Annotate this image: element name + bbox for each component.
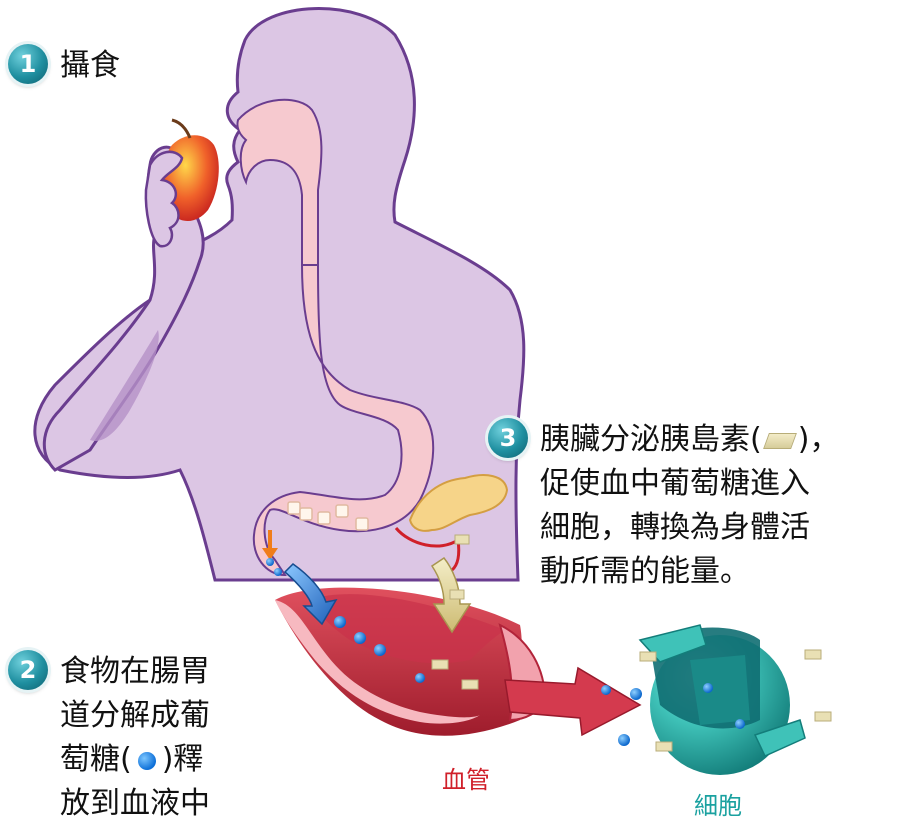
step-2: 2 食物在腸胃 道分解成葡 萄糖()釋 放到血液中 [8,650,210,826]
step-2-text: 食物在腸胃 道分解成葡 萄糖()釋 放到血液中 [60,650,210,826]
step-2-line: 放到血液中 [60,786,210,821]
glucose-dot [274,568,282,576]
glucose-near-cell [601,683,745,746]
step-3-text: 胰臟分泌胰島素()， 促使血中葡萄糖進入 細胞，轉換為身體活 動所需的能量。 [540,418,839,594]
step-2-line: 萄糖()釋 [60,742,204,777]
cell-label: 細胞 [694,792,742,820]
food-particles [287,501,369,531]
step-3-line: 促使血中葡萄糖進入 [540,466,810,501]
step-1: 1 攝食 [8,44,120,88]
glucose-dot [266,558,274,566]
step-3-badge: 3 [488,418,528,458]
forearm-shadow [90,330,159,441]
insulin-in-vessel [431,534,479,690]
step-2-line: 食物在腸胃 [60,654,210,689]
insulin-legend-icon [762,432,797,449]
glucose-entry-arrow [283,563,338,626]
glucose-legend-icon [137,751,156,770]
step-1-text: 攝食 [60,48,120,83]
step-2-line: 道分解成葡 [60,698,210,733]
cell [638,624,806,775]
step-3: 3 胰臟分泌胰島素()， 促使血中葡萄糖進入 細胞，轉換為身體活 動所需的能量。 [488,418,839,594]
step-3-line: 胰臟分泌胰島素()， [540,422,840,457]
step-2-badge: 2 [8,650,48,690]
oral-cavity [236,98,323,266]
step-1-badge: 1 [8,44,48,84]
blood-vessel-label: 血管 [442,766,490,794]
stomach [252,264,435,577]
small-orange-arrow [262,530,278,560]
hand-fingers [144,150,184,248]
glucose-in-vessel [334,616,425,683]
insulin-near-cell [639,649,832,752]
step-3-line: 動所需的能量。 [540,554,750,589]
step-3-line: 細胞，轉換為身體活 [540,510,810,545]
flow-to-cell-arrow [504,666,642,737]
pancreas [408,474,509,532]
